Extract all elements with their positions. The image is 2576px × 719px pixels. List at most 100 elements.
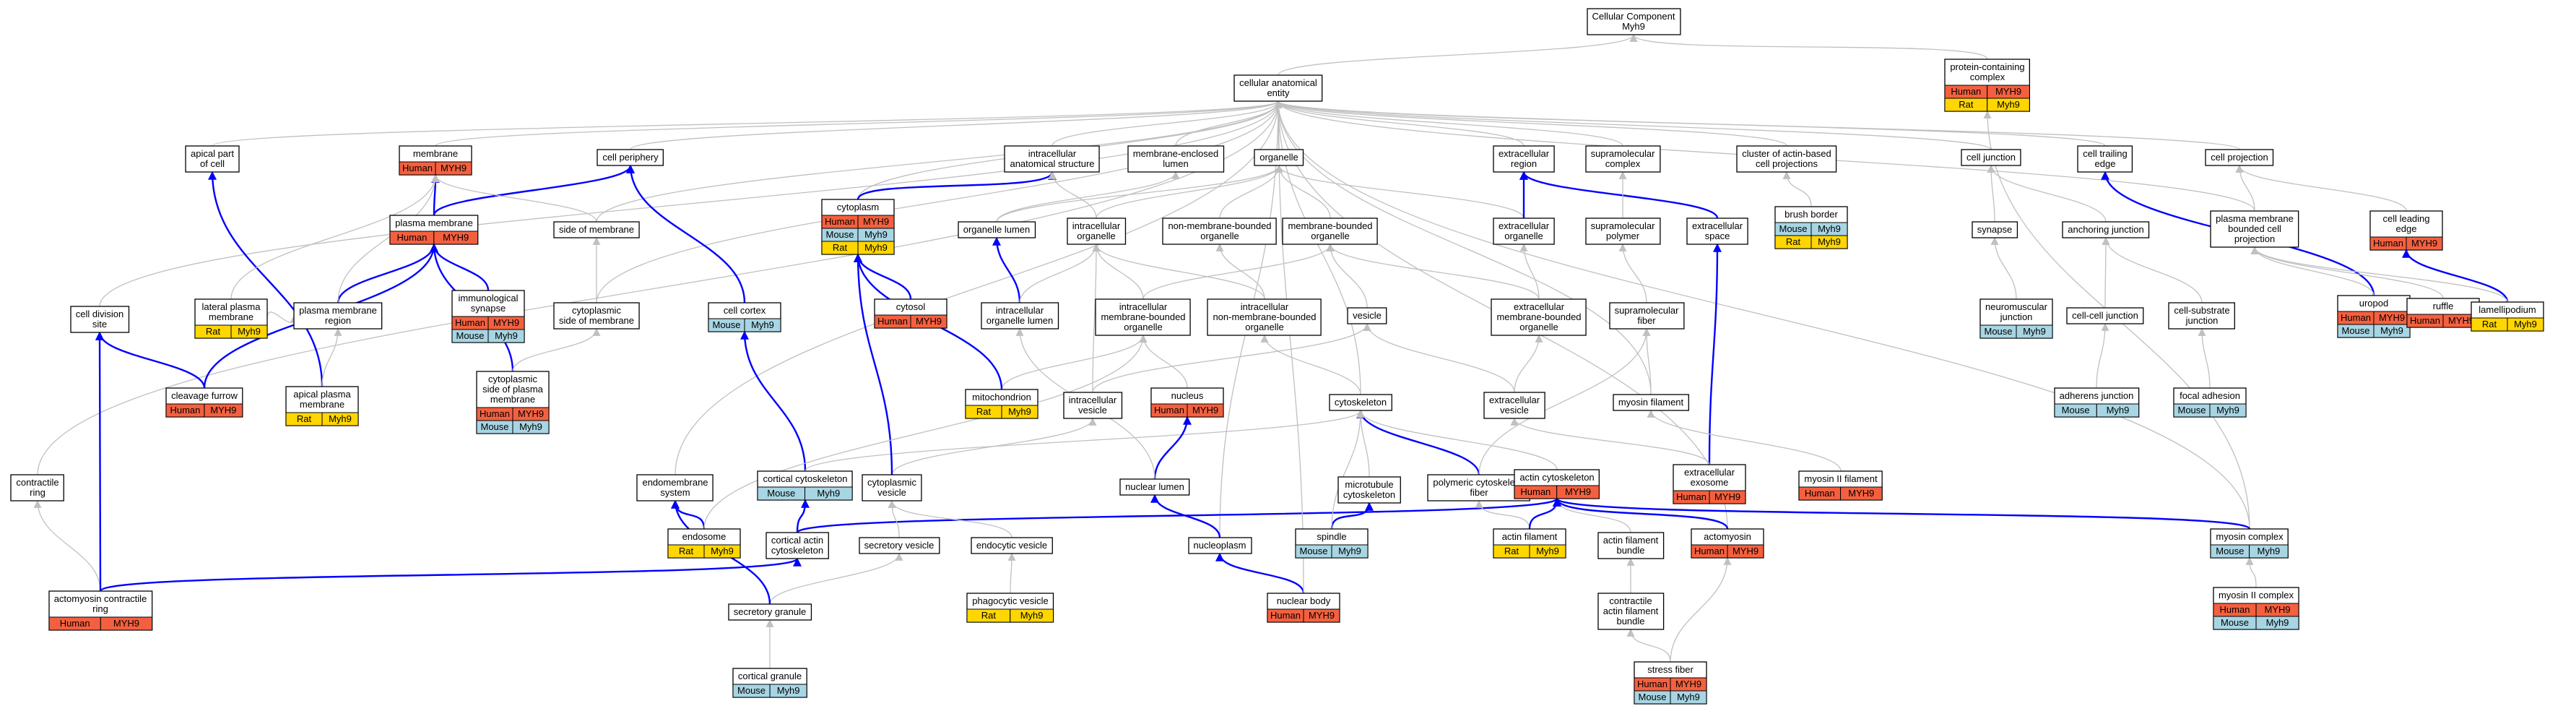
node-cell-junction[interactable]: cell junction [1961,149,2021,166]
node-synapse[interactable]: synapse [1972,221,2018,238]
edge-stress-fiber-to-actomyosin [1670,556,1732,663]
node-box [2205,149,2274,166]
node-intra-nmb-org[interactable]: intracellularnon-membrane-boundedorganel… [1207,298,1322,336]
node-cell-cell[interactable]: cell-cell junction [2066,307,2144,324]
node-nuclear-lumen[interactable]: nuclear lumen [1119,478,1190,496]
node-myosin-filament[interactable]: myosin filament [1613,394,1689,411]
gene-symbol-label: MYH9 [518,408,544,419]
node-box [958,221,1036,238]
node-label: immunological [458,293,518,303]
node-cytoskeleton[interactable]: cytoskeleton [1329,394,1392,411]
node-anchoring[interactable]: anchoring junction [2062,221,2150,238]
node-cell-periphery[interactable]: cell periphery [597,149,664,166]
node-nucleoplasm[interactable]: nucleoplasm [1188,537,1252,554]
node-organelle-lumen[interactable]: organelle lumen [958,221,1036,238]
node-vesicle[interactable]: vesicle [1347,307,1387,324]
species-label: Mouse [2062,405,2090,416]
node-cell-projection[interactable]: cell projection [2205,149,2274,166]
edge-lamellipodium-to-pm-bounded [2250,246,2508,303]
gene-symbol-label: MYH9 [493,317,519,328]
node-organelle[interactable]: organelle [1254,149,1304,166]
gene-symbol-label: Myh9 [777,685,800,696]
node-side-membrane[interactable]: side of membrane [553,221,640,238]
node-secretory-granule[interactable]: secretory granule [728,603,812,621]
node-label: extracellular [1692,220,1743,231]
species-badge-cell [703,544,741,559]
node-endocytic-vesicle[interactable]: endocytic vesicle [971,537,1053,554]
species-label: Mouse [1299,546,1327,556]
node-secretory-vesicle[interactable]: secretory vesicle [859,537,940,554]
